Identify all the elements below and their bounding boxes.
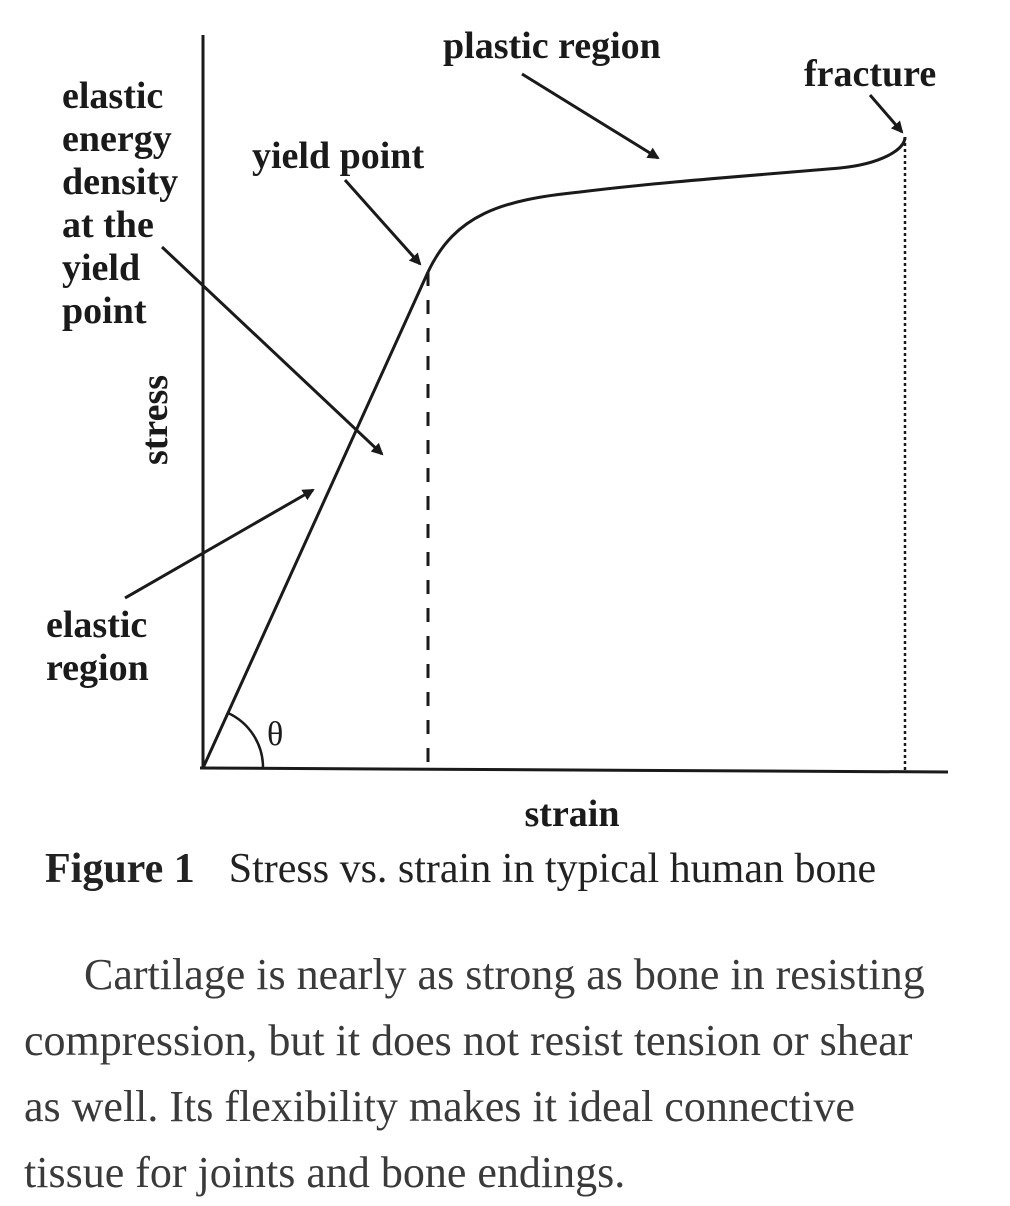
plastic-curve [426, 136, 907, 273]
elastic-energy-line: yield [62, 247, 140, 289]
stress-strain-diagram: θ plastic region fracture yield point el… [46, 25, 949, 835]
elastic-region-line: region [46, 647, 149, 689]
elastic-region-label: elastic region [46, 604, 149, 689]
figure-caption: Figure 1 Stress vs. strain in typical hum… [45, 845, 876, 893]
elastic-region-arrow [124, 488, 315, 600]
paragraph-line: tissue for joints and bone endings. [24, 1148, 626, 1197]
elastic-segment [201, 271, 430, 769]
elastic-energy-line: elastic [62, 75, 163, 117]
elastic-energy-label: elastic energy density at the yield poin… [62, 75, 178, 332]
yield-point-label: yield point [252, 135, 424, 177]
x-axis-label: strain [525, 793, 620, 835]
elastic-region-line: elastic [46, 604, 147, 646]
angle-arc [227, 711, 265, 769]
elastic-energy-line: energy [62, 118, 172, 160]
fracture-label: fracture [804, 53, 936, 95]
x-axis [199, 766, 949, 774]
body-paragraph: Cartilage is nearly as strong as bone in… [24, 942, 999, 1206]
elastic-energy-line: at the [62, 204, 154, 246]
yield-point-arrow [343, 179, 422, 266]
paragraph-line: compression, but it does not resist tens… [24, 1016, 913, 1065]
paragraph-line: Cartilage is nearly as strong as bone in… [84, 950, 925, 999]
plastic-region-label: plastic region [443, 25, 661, 67]
paragraph-line: as well. Its flexibility makes it ideal … [24, 1082, 855, 1131]
angle-symbol: θ [267, 716, 283, 753]
elastic-energy-arrow [160, 245, 384, 456]
figure-title: Stress vs. strain in typical human bone [228, 846, 877, 892]
plastic-region-arrow [521, 72, 660, 160]
elastic-energy-line: point [62, 290, 147, 332]
fracture-arrow [868, 94, 904, 134]
figure-number: Figure 1 [45, 846, 195, 892]
y-axis-label: stress [134, 375, 176, 465]
elastic-energy-line: density [62, 161, 178, 203]
